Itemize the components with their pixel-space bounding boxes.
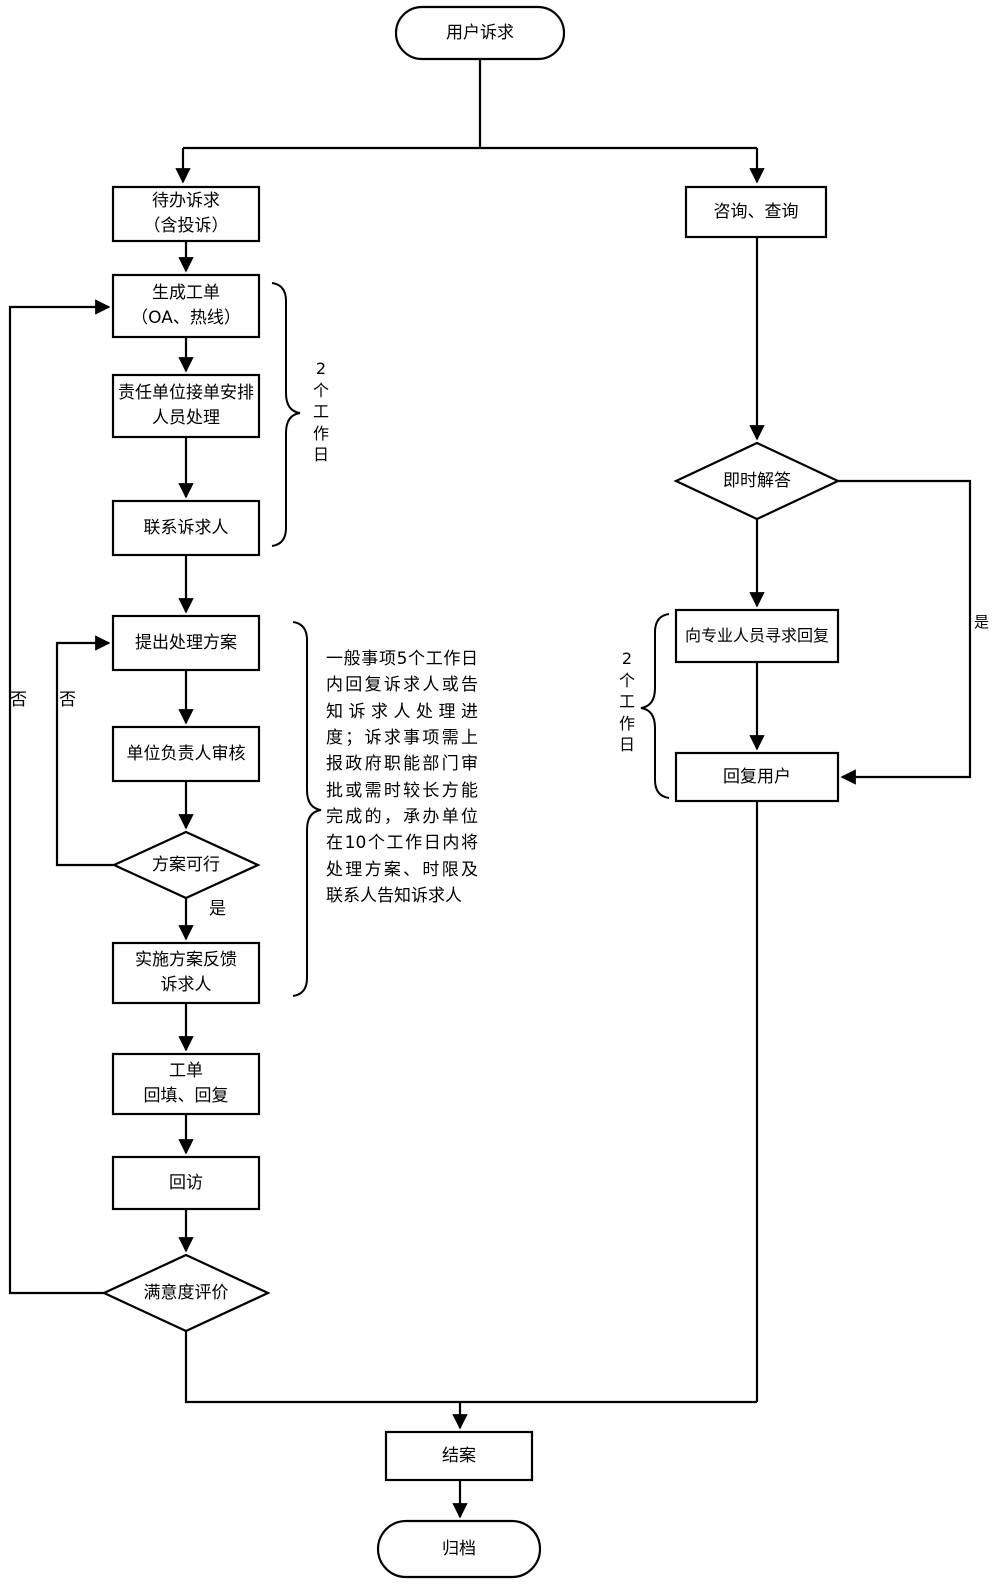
edge-satisfaction-no-loop: [8, 299, 111, 1295]
edge-satisfaction-to-bottom-rail: [184, 1331, 757, 1404]
node-shape-start: [394, 5, 566, 61]
node-shape-instant-answer: [673, 441, 841, 521]
edge-label-feasible-yes: 是: [209, 899, 226, 919]
brace-note-timeline: [292, 621, 322, 997]
edge-feasible-no-loop: [55, 635, 114, 867]
node-shape-propose: [111, 614, 261, 672]
node-shape-seek-expert: [674, 608, 840, 664]
node-shape-pending: [111, 185, 261, 243]
node-shape-review: [111, 725, 261, 783]
node-shape-contact: [111, 499, 261, 557]
brace-right-2days: [640, 613, 670, 799]
node-shape-reply-user: [674, 751, 840, 803]
edge-label-feasible-no: 否: [59, 690, 76, 710]
node-shape-close-case: [384, 1430, 534, 1482]
node-shape-archive: [376, 1519, 542, 1579]
annotation-timeline-note: 一般事项5个工作日内回复诉求人或告知诉求人处理进度；诉求事项需上报政府职能部门审…: [326, 649, 478, 907]
brace-left-2days: [271, 282, 301, 547]
edge-label-satisfaction-no: 否: [10, 690, 27, 710]
edge-instant-yes-to-reply: [838, 479, 972, 785]
node-shape-fill-back: [111, 1052, 261, 1116]
annotation-left-2-working-days: 2 个 工 作 日: [312, 359, 329, 465]
annotation-right-2-working-days: 2 个 工 作 日: [618, 649, 635, 755]
edge-start-split: [183, 59, 757, 150]
node-shape-consult: [684, 185, 828, 239]
node-shape-feasible: [111, 830, 261, 900]
node-shape-satisfaction: [101, 1253, 271, 1333]
node-shape-create-order: [111, 273, 261, 339]
node-shape-revisit: [111, 1155, 261, 1211]
node-shape-implement: [111, 941, 261, 1005]
node-shape-assign: [111, 373, 261, 439]
edge-label-instant-answer-yes: 是: [974, 613, 990, 631]
